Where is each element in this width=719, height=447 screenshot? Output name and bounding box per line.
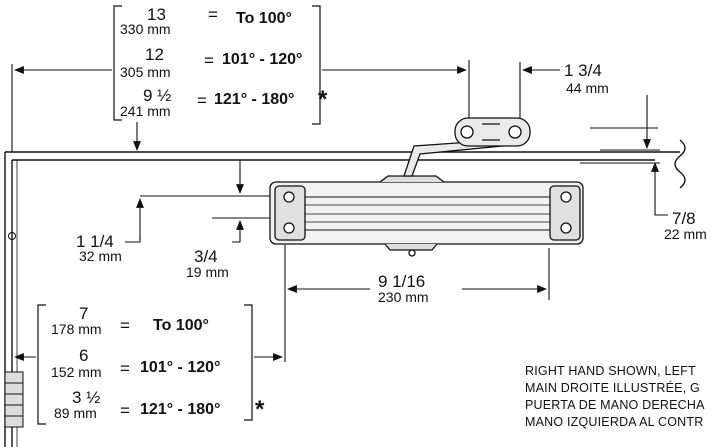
closer-body: [269, 175, 584, 257]
top-row2-mm: 305 mm: [120, 64, 171, 80]
top-row2-equals: =: [204, 51, 214, 70]
top-row3-equals: =: [197, 91, 207, 110]
note-english: RIGHT HAND SHOWN, LEFT: [525, 364, 696, 378]
body-offset-mm: 19 mm: [186, 264, 229, 280]
bottom-row3-inch: 3 ½: [72, 388, 101, 407]
closer-arm: [403, 117, 531, 177]
arm-offset-inch: 1 3/4: [564, 61, 602, 80]
top-row1-angle: To 100°: [236, 10, 292, 27]
top-asterisk: *: [318, 86, 328, 113]
frame-gap-inch: 7/8: [672, 209, 696, 228]
body-length-inch: 9 1/16: [378, 272, 426, 291]
arm-offset-dimension: [519, 62, 660, 151]
top-row1-equals: =: [208, 5, 218, 24]
bottom-row3-angle: 121° - 180°: [140, 401, 221, 418]
top-row1-inch: 13: [147, 5, 166, 24]
bottom-row2-angle: 101° - 120°: [140, 359, 221, 376]
note-french: MAIN DROITE ILLUSTRÉE, G: [525, 381, 700, 395]
top-table-bracket: [113, 5, 321, 125]
bottom-row2-mm: 152 mm: [51, 364, 102, 380]
body-length-mm: 230 mm: [378, 289, 429, 305]
frame-drop-dimension: [125, 160, 270, 243]
bottom-row2-equals: =: [120, 359, 130, 378]
bottom-row2-inch: 6: [79, 346, 89, 365]
hinge-graphic: [4, 232, 24, 428]
top-row1-mm: 330 mm: [120, 21, 171, 37]
top-row2-inch: 12: [145, 45, 164, 64]
top-row2-angle: 101° - 120°: [222, 51, 303, 68]
bottom-row1-inch: 7: [79, 304, 89, 323]
bottom-row3-equals: =: [120, 401, 130, 420]
note-spanish-2: MANO IZQUIERDA AL CONTR: [525, 415, 704, 429]
frame-outline: [4, 139, 686, 447]
top-row3-inch: 9 ½: [143, 86, 172, 105]
bottom-dimension-line: [14, 245, 286, 362]
note-spanish: PUERTA DE MANO DERECHA: [525, 398, 705, 412]
bottom-asterisk: *: [255, 396, 265, 423]
body-offset-inch: 3/4: [194, 247, 218, 266]
bottom-row1-angle: To 100°: [153, 317, 209, 334]
frame-gap-mm: 22 mm: [664, 226, 707, 242]
top-dimension-line: [11, 60, 470, 152]
arm-offset-mm: 44 mm: [566, 80, 609, 96]
bottom-row1-equals: =: [120, 316, 130, 335]
frame-drop-inch: 1 1/4: [76, 232, 114, 251]
bottom-row1-mm: 178 mm: [51, 321, 102, 337]
frame-gap-dimension: [580, 162, 668, 216]
frame-drop-mm: 32 mm: [79, 248, 122, 264]
bottom-row3-mm: 89 mm: [54, 405, 97, 421]
top-row3-mm: 241 mm: [120, 103, 171, 119]
top-row3-angle: 121° - 180°: [214, 91, 295, 108]
bottom-table-bracket: [37, 304, 253, 425]
body-length-dimension: [287, 248, 550, 300]
